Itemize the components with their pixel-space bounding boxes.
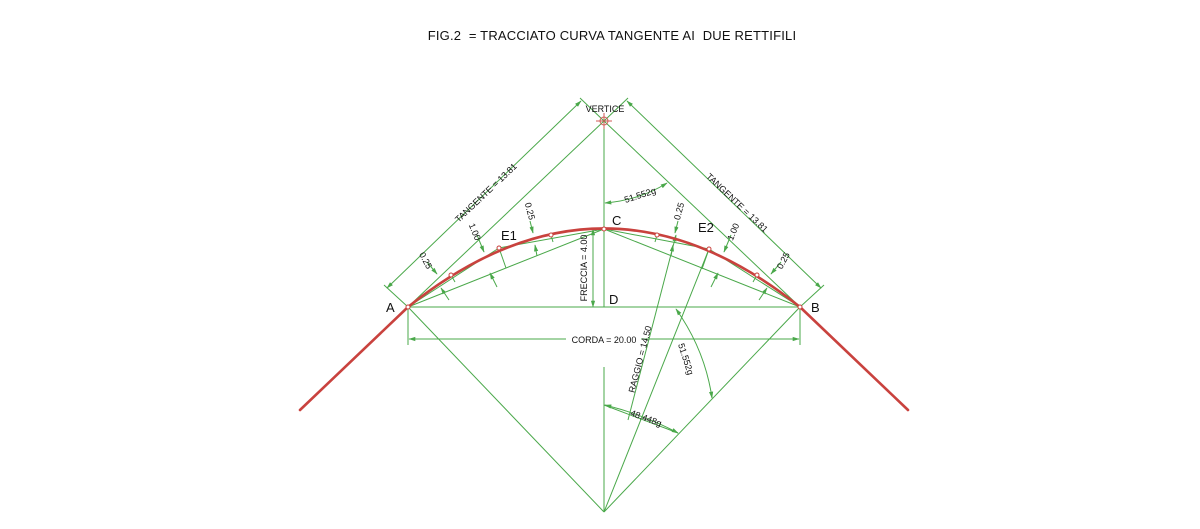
point-marker — [754, 272, 760, 278]
offset-arrow-left-025-b — [440, 287, 450, 301]
tangent-right-extension-b — [799, 284, 825, 308]
straight-left — [298, 305, 410, 412]
label-offset-left-e1: 1.00 — [467, 222, 483, 242]
dimension-lines — [383, 97, 825, 434]
offset-arrow-right-c-b — [669, 244, 674, 257]
offset-arrow-left-c-b — [534, 244, 539, 257]
tangent-right-extension-v — [603, 97, 629, 122]
radius-to-e2-line — [603, 248, 710, 513]
label-angle-center-right: 51.552g — [676, 342, 696, 376]
label-offset-right-c: 0.25 — [672, 201, 686, 221]
offset-arrow-right-025-b — [758, 287, 768, 301]
offset-arrow-left-100-b — [489, 272, 498, 288]
point-marker — [654, 232, 660, 238]
label-point-e1: E1 — [501, 228, 517, 243]
offset-arrow-right-025-a — [770, 261, 782, 275]
point-marker — [548, 232, 554, 238]
straight-right — [798, 305, 910, 412]
vertex-angle-arc — [604, 182, 668, 205]
tangent-line-left — [407, 120, 605, 308]
point-marker — [405, 304, 411, 310]
center-angle-arc-lower — [604, 404, 679, 434]
label-offset-right-e2: 1.00 — [725, 222, 741, 242]
point-marker — [706, 246, 712, 252]
offset-arrow-right-100-b — [710, 272, 719, 288]
offset-arrow-right-c-a — [674, 220, 679, 234]
label-vertice: VERTICE — [586, 104, 625, 114]
tangent-line-right — [603, 120, 801, 308]
label-point-a: A — [386, 300, 395, 315]
offset-arrow-left-025-a — [426, 261, 438, 275]
label-angle-center: 48.448g — [629, 408, 663, 429]
label-sagitta: FRECCIA = 4.00 — [579, 235, 589, 302]
tangent-left-dimension — [386, 100, 582, 289]
label-tangent-left: TANGENTE = 13.81 — [453, 161, 519, 224]
radius-line-right — [603, 306, 801, 513]
curve-points — [405, 226, 803, 310]
offset-arrow-left-c-a — [529, 220, 534, 234]
construction-lines — [407, 120, 801, 513]
vertex-marker-icon — [596, 113, 612, 129]
figure-title: FIG.2 = TRACCIATO CURVA TANGENTE AI DUE … — [427, 28, 797, 43]
label-chord: CORDA = 20.00 — [572, 335, 637, 345]
center-angle-arc-right — [675, 308, 714, 399]
label-point-b: B — [811, 300, 820, 315]
label-point-e2: E2 — [698, 220, 714, 235]
label-offset-left-c: 0.25 — [523, 201, 537, 221]
point-marker — [797, 304, 803, 310]
label-point-c: C — [612, 213, 621, 228]
point-marker — [601, 226, 607, 232]
label-angle-vertex: 51.552g — [623, 185, 657, 205]
radius-dimension — [627, 234, 677, 421]
tangent-left-extension-v — [579, 97, 605, 122]
offset-arrow-right-100-a — [723, 234, 732, 253]
offset-arrow-left-100-a — [476, 234, 485, 253]
label-offset-right-b: 0.25 — [775, 251, 792, 271]
point-marker — [496, 245, 502, 251]
point-marker — [448, 272, 454, 278]
tangent-right-dimension — [626, 100, 822, 289]
radius-line-left — [407, 306, 605, 513]
label-point-d: D — [609, 292, 618, 307]
tangent-left-extension-a — [383, 284, 409, 308]
